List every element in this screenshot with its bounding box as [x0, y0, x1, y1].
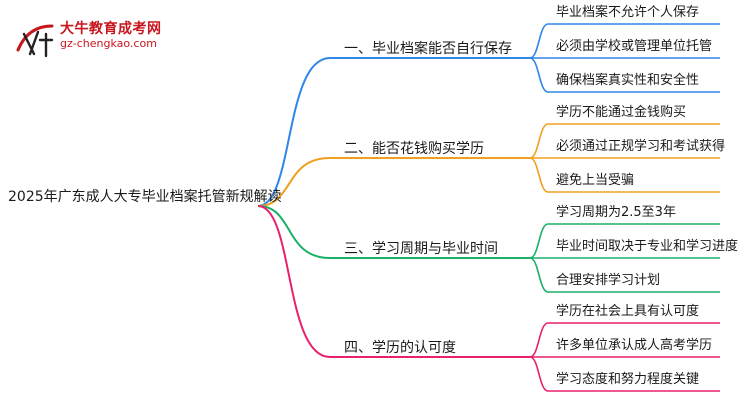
leaf-connector-4-3	[529, 356, 549, 392]
logo-url: gz-chengkao.com	[60, 37, 157, 50]
connector-2	[257, 157, 331, 207]
leaf-node-1-3: 确保档案真实性和安全性	[556, 73, 700, 88]
leaf-node-2-2: 必须通过正规学习和考试获得	[556, 139, 726, 154]
leaf-connector-2-3	[529, 157, 549, 193]
logo-mark-icon	[16, 24, 54, 58]
leaf-node-4-3: 学习态度和努力程度关键	[556, 372, 700, 387]
leaf-node-1-1: 毕业档案不允许个人保存	[556, 5, 700, 20]
branch-node-3: 三、学习周期与毕业时间	[344, 241, 498, 257]
site-logo: 大牛教育成考网 gz-chengkao.com	[8, 12, 208, 58]
branch-node-2: 二、能否花钱购买学历	[344, 141, 484, 157]
branch-node-4: 四、学历的认可度	[344, 340, 456, 356]
leaf-node-4-2: 许多单位承认成人高考学历	[556, 338, 713, 353]
root-node: 2025年广东成人大专毕业档案托管新规解读	[8, 189, 282, 205]
leaf-connector-4-1	[529, 322, 549, 358]
branch-node-1: 一、毕业档案能否自行保存	[344, 41, 512, 57]
leaf-node-3-2: 毕业时间取决于专业和学习进度	[556, 239, 739, 254]
leaf-connector-3-1	[529, 223, 549, 259]
leaf-node-3-3: 合理安排学习计划	[556, 273, 661, 288]
leaf-node-2-1: 学历不能通过金钱购买	[556, 105, 687, 120]
connector-1	[257, 57, 331, 207]
leaf-node-3-1: 学习周期为2.5至3年	[556, 205, 676, 220]
connector-4	[257, 205, 331, 358]
connector-3	[257, 205, 331, 259]
leaf-connector-2-1	[529, 123, 549, 159]
leaf-connector-1-3	[529, 57, 549, 93]
leaf-node-1-2: 必须由学校或管理单位托管	[556, 39, 713, 54]
leaf-connector-1-1	[529, 23, 549, 59]
logo-title: 大牛教育成考网	[60, 21, 162, 37]
leaf-connector-3-3	[529, 257, 549, 293]
leaf-node-4-1: 学历在社会上具有认可度	[556, 304, 700, 319]
leaf-node-2-3: 避免上当受骗	[556, 173, 635, 188]
